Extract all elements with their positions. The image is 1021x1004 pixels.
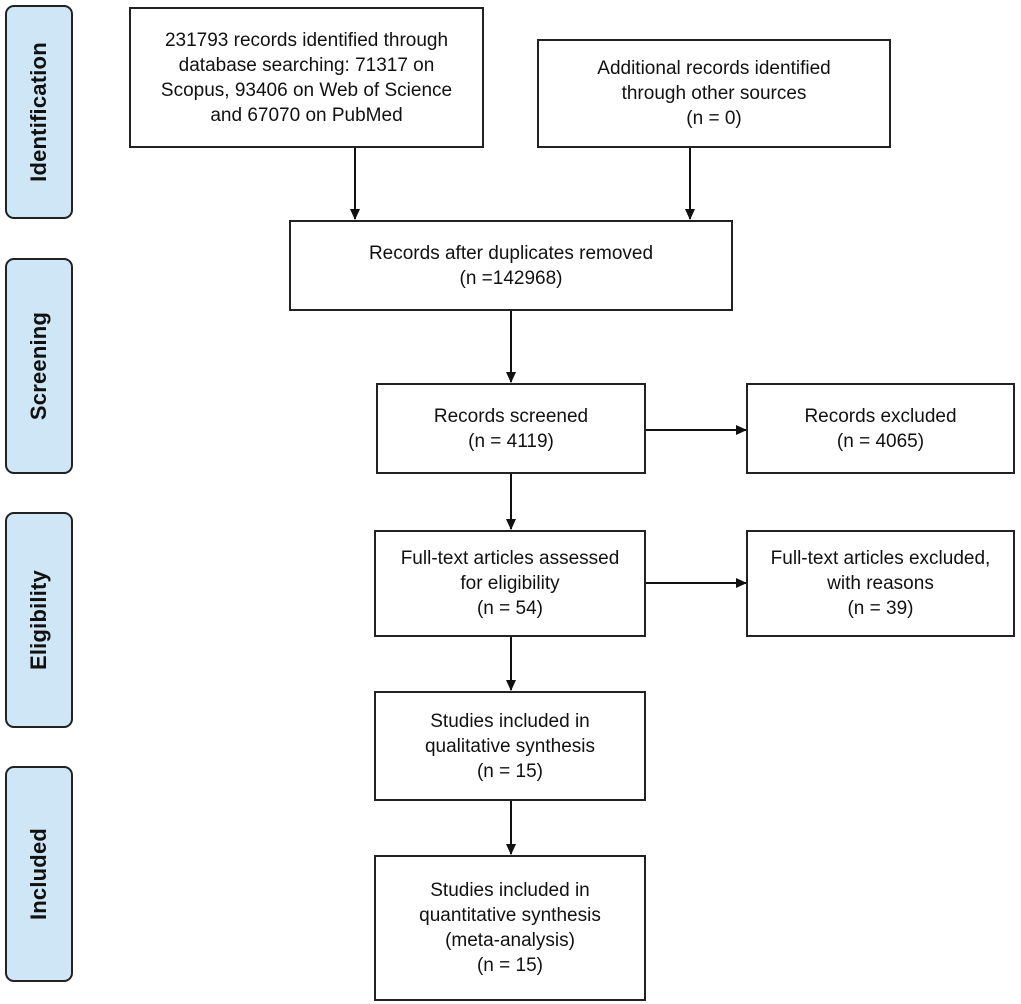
- box-records-excluded: Records excluded (n = 4065): [746, 383, 1015, 474]
- box-quantitative-synthesis: Studies included in quantitative synthes…: [374, 855, 646, 1001]
- box-fulltext-assessed: Full-text articles assessed for eligibil…: [374, 530, 646, 637]
- box-fulltext-assessed-line-2: for eligibility: [460, 573, 560, 594]
- box-duplicates-line-2: (n =142968): [459, 267, 563, 289]
- box-qualitative-synthesis: Studies included in qualitative synthesi…: [374, 691, 646, 801]
- box-database-records: 231793 records identified through databa…: [129, 7, 484, 148]
- box-excluded-line-1: Records excluded: [804, 405, 957, 427]
- box-quantitative-line-1: Studies included in: [430, 880, 590, 901]
- box-other-sources: Additional records identified through ot…: [537, 39, 891, 148]
- box-duplicates-removed: Records after duplicates removed (n =142…: [289, 220, 733, 311]
- box-other-line-3: (n = 0): [686, 108, 742, 129]
- box-duplicates-line-1: Records after duplicates removed: [368, 242, 654, 264]
- box-fulltext-excluded-line-2: with reasons: [827, 573, 934, 594]
- box-quantitative-line-3: (meta-analysis): [445, 930, 575, 951]
- box-qualitative-line-1: Studies included in: [430, 710, 590, 732]
- box-fulltext-excluded-line-1: Full-text articles excluded,: [770, 548, 991, 569]
- box-fulltext-assessed-line-3: (n = 54): [476, 598, 543, 619]
- box-excluded-line-2: (n = 4065): [836, 430, 925, 452]
- box-qualitative-line-2: qualitative synthesis: [424, 735, 596, 757]
- box-quantitative-line-4: (n = 15): [476, 955, 543, 976]
- box-records-screened: Records screened (n = 4119): [376, 383, 646, 474]
- box-qualitative-line-3: (n = 15): [476, 760, 543, 782]
- box-database-line-1: 231793 records identified through: [164, 29, 449, 51]
- box-database-line-3: Scopus, 93406 on Web of Science: [160, 79, 453, 101]
- box-fulltext-excluded-line-3: (n = 39): [847, 598, 914, 619]
- box-other-line-1: Additional records identified: [597, 58, 831, 79]
- box-screened-line-1: Records screened: [433, 405, 589, 427]
- box-database-line-4: and 67070 on PubMed: [210, 104, 403, 126]
- box-other-line-2: through other sources: [621, 83, 807, 104]
- box-database-line-2: database searching: 71317 on: [178, 54, 435, 76]
- phase-identification: Identification: [5, 5, 73, 219]
- box-fulltext-excluded: Full-text articles excluded, with reason…: [746, 530, 1015, 637]
- box-quantitative-line-2: quantitative synthesis: [419, 905, 601, 926]
- box-fulltext-assessed-line-1: Full-text articles assessed: [400, 548, 620, 569]
- phase-included: Included: [5, 766, 73, 982]
- box-screened-line-2: (n = 4119): [468, 430, 554, 452]
- phase-screening: Screening: [5, 258, 73, 474]
- phase-eligibility: Eligibility: [5, 512, 73, 728]
